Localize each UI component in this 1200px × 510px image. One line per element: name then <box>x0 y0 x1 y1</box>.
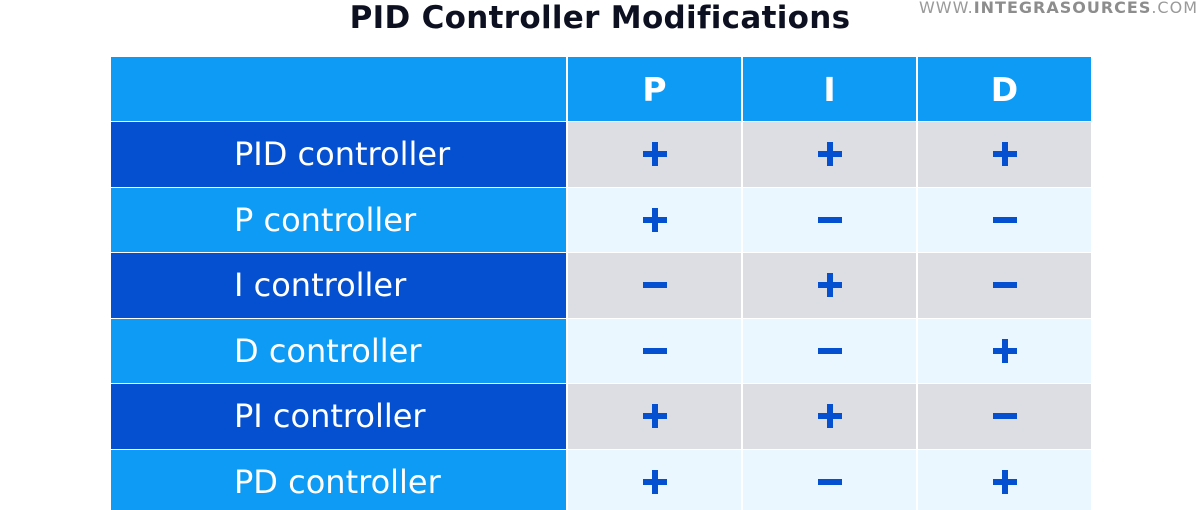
cell-p <box>568 187 741 252</box>
minus-icon <box>817 208 842 232</box>
minus-icon <box>992 273 1017 297</box>
cell-d <box>918 384 1091 449</box>
row-label: PD controller <box>111 449 566 510</box>
plus-icon <box>642 469 667 494</box>
watermark-brand: INTEGRASOURCES <box>973 0 1152 17</box>
cell-i <box>743 253 916 318</box>
plus-icon <box>817 142 842 167</box>
plus-icon <box>992 338 1017 363</box>
row-label: PID controller <box>111 122 566 187</box>
row-label: D controller <box>111 318 566 383</box>
plus-icon <box>642 142 667 167</box>
watermark-suffix: .COM <box>1151 0 1198 17</box>
watermark-prefix: WWW. <box>918 0 974 17</box>
cell-d <box>918 187 1091 252</box>
minus-icon <box>992 208 1017 232</box>
cell-d <box>918 122 1091 187</box>
header-i: I <box>743 57 916 121</box>
cell-i <box>743 122 916 187</box>
cell-d <box>918 449 1091 510</box>
plus-icon <box>992 469 1017 494</box>
cell-p <box>568 384 741 449</box>
minus-icon <box>642 273 667 297</box>
plus-icon <box>642 404 667 429</box>
watermark: WWW.INTEGRASOURCES.COM <box>919 0 1198 16</box>
plus-icon <box>992 142 1017 167</box>
cell-i <box>743 187 916 252</box>
cell-d <box>918 318 1091 383</box>
cell-p <box>568 253 741 318</box>
page-title: PID Controller Modifications <box>349 0 851 36</box>
row-label: P controller <box>111 187 566 252</box>
cell-i <box>743 449 916 510</box>
minus-icon <box>817 339 842 363</box>
plus-icon <box>817 273 842 298</box>
header-blank-cell <box>111 57 566 121</box>
pid-modifications-table: P I D PID controller P controller I cont… <box>111 57 1091 510</box>
cell-p <box>568 449 741 510</box>
cell-i <box>743 384 916 449</box>
plus-icon <box>642 207 667 232</box>
row-label: I controller <box>111 253 566 318</box>
minus-icon <box>642 339 667 363</box>
minus-icon <box>992 404 1017 428</box>
plus-icon <box>817 404 842 429</box>
cell-d <box>918 253 1091 318</box>
header-d: D <box>918 57 1091 121</box>
cell-p <box>568 318 741 383</box>
minus-icon <box>817 470 842 494</box>
row-label: PI controller <box>111 384 566 449</box>
cell-i <box>743 318 916 383</box>
cell-p <box>568 122 741 187</box>
header-p: P <box>568 57 741 121</box>
